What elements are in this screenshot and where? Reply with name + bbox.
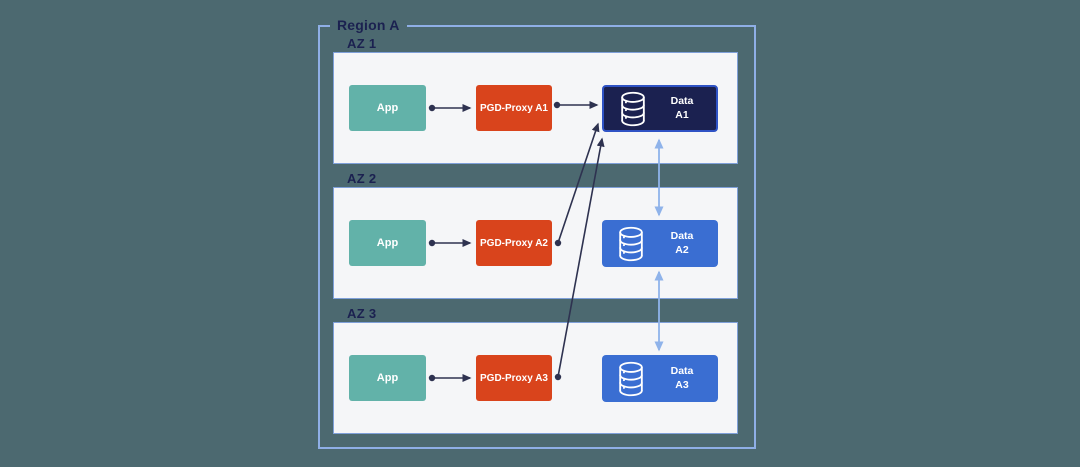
proxy-node-label: PGD-Proxy A3 — [480, 372, 548, 384]
app-node-label: App — [376, 102, 399, 114]
app-node-az1: App — [349, 85, 426, 131]
app-node-az3: App — [349, 355, 426, 401]
az-box-1: AZ 1 App PGD-Proxy A1 Data A1 — [333, 36, 738, 164]
az-label-3: AZ 3 — [347, 306, 377, 321]
data-node-label: Data A2 — [670, 230, 694, 256]
az-label-1: AZ 1 — [347, 36, 377, 51]
app-node-label: App — [376, 372, 399, 384]
pgd-proxy-node-az3: PGD-Proxy A3 — [476, 355, 552, 401]
pgd-proxy-node-az2: PGD-Proxy A2 — [476, 220, 552, 266]
az-box-3: AZ 3 App PGD-Proxy A3 Data A3 — [333, 306, 738, 434]
region-label: Region A — [330, 16, 407, 34]
region-box: Region A — [318, 16, 756, 449]
data-node-az3: Data A3 — [602, 355, 718, 402]
database-icon — [619, 361, 643, 396]
data-node-az1: Data A1 — [602, 85, 718, 132]
proxy-node-label: PGD-Proxy A1 — [480, 102, 548, 114]
az-label-2: AZ 2 — [347, 171, 377, 186]
data-node-label: Data A3 — [670, 365, 694, 391]
pgd-proxy-node-az1: PGD-Proxy A1 — [476, 85, 552, 131]
proxy-node-label: PGD-Proxy A2 — [480, 237, 548, 249]
app-node-label: App — [376, 237, 399, 249]
database-icon — [619, 226, 643, 261]
app-node-az2: App — [349, 220, 426, 266]
az-box-2: AZ 2 App PGD-Proxy A2 Data A2 — [333, 171, 738, 299]
data-node-label: Data A1 — [670, 95, 694, 121]
database-icon — [621, 91, 645, 126]
data-node-az2: Data A2 — [602, 220, 718, 267]
